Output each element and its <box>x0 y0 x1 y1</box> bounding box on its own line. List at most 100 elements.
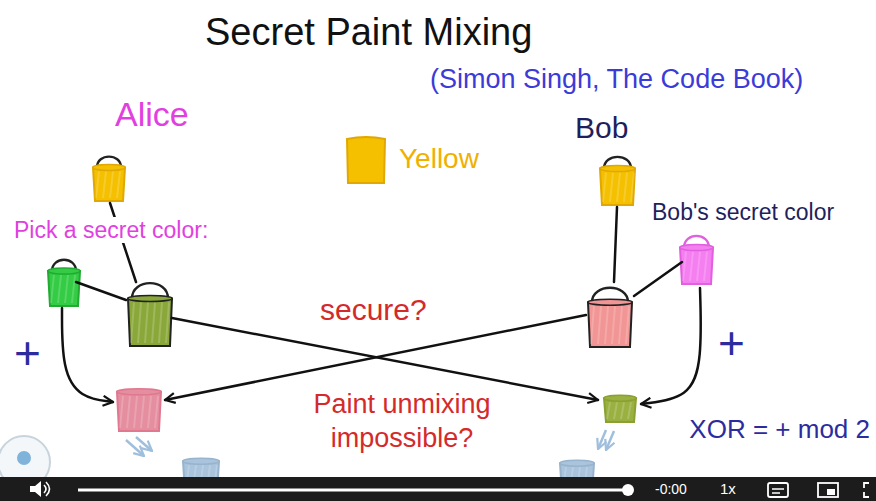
crayon-hatch <box>117 171 120 198</box>
mixing-line <box>76 282 126 300</box>
bucket-body <box>128 298 172 346</box>
crayon-hatch <box>690 252 693 281</box>
progress-track <box>78 489 628 492</box>
crayon-hatch <box>591 306 594 344</box>
bucket-rim <box>604 395 636 401</box>
bucket-rim <box>93 164 125 170</box>
subtitle: (Simon Singh, The Code Book) <box>430 64 803 95</box>
crayon-hatch <box>607 402 610 419</box>
paint-bucket <box>117 389 161 431</box>
pour-arrow <box>598 430 606 449</box>
crayon-hatch <box>152 302 155 343</box>
bucket-rim <box>588 299 632 305</box>
crayon-hatch <box>51 275 54 303</box>
crayon-hatch <box>598 306 601 344</box>
bucket-rim <box>680 245 713 251</box>
crayon-hatch <box>138 302 141 343</box>
paint-bucket-node: Yellow <box>345 133 479 185</box>
player-bar <box>0 477 876 501</box>
captions-icon <box>768 483 788 497</box>
bucket-rim <box>600 166 635 172</box>
bucket-rim <box>183 458 219 464</box>
bucket-body <box>680 248 713 284</box>
bucket-body <box>48 271 80 306</box>
volume-icon <box>30 481 41 497</box>
crayon-hatch <box>683 252 686 281</box>
note: Pick a secret color: <box>12 217 210 243</box>
time-display: -0:00 <box>655 481 687 497</box>
paint-bucket <box>93 157 125 201</box>
crayon-hatch <box>628 402 631 419</box>
pour-arrow <box>606 431 614 450</box>
bucket-rim <box>560 460 594 466</box>
progress-knob <box>622 484 634 496</box>
question-note: Paint unmixing impossible? <box>290 388 514 456</box>
crayon-hatch <box>610 173 613 202</box>
formula-note: XOR = + mod 2 <box>687 415 872 445</box>
captions-lines <box>772 489 784 493</box>
crayon-hatch <box>96 171 99 198</box>
plus-sign: + <box>14 327 41 380</box>
crayon-hatch <box>631 173 634 202</box>
crayon-hatch <box>103 171 106 198</box>
plus-sign: + <box>718 317 745 370</box>
crayon-hatch <box>166 302 169 343</box>
note: Bob's secret color <box>650 199 836 225</box>
party-name: Alice <box>115 95 189 134</box>
mixing-line <box>614 207 617 282</box>
crayon-hatch <box>617 173 620 202</box>
bucket-body <box>93 167 125 201</box>
question-note: secure? <box>318 293 429 328</box>
pip-inner <box>827 489 835 495</box>
crayon-hatch <box>605 306 608 344</box>
crayon-hatch <box>614 402 617 419</box>
crayon-hatch <box>141 396 144 428</box>
crayon-hatch <box>110 171 113 198</box>
crayon-hatch <box>155 396 158 428</box>
crayon-hatch <box>624 173 627 202</box>
bubble-dot <box>17 451 31 465</box>
crayon-hatch <box>127 396 130 428</box>
crayon-hatch <box>58 275 61 303</box>
bucket-body <box>600 169 635 205</box>
mixing-line <box>62 308 113 402</box>
title: Secret Paint Mixing <box>205 11 532 55</box>
crayon-hatch <box>131 302 134 343</box>
crayon-hatch <box>621 402 624 419</box>
crayon-hatch <box>145 302 148 343</box>
crayon-hatch <box>612 306 615 344</box>
paint-bucket <box>604 395 636 422</box>
party-name: Bob <box>575 111 628 146</box>
crayon-hatch <box>704 252 707 281</box>
paint-bucket <box>600 157 635 205</box>
mixing-line <box>634 262 682 296</box>
bucket-body <box>588 302 632 347</box>
color-name: Yellow <box>399 143 479 175</box>
crayon-hatch <box>134 396 137 428</box>
crayon-hatch <box>619 306 622 344</box>
crayon-hatch <box>697 252 700 281</box>
mixing-line <box>641 288 701 404</box>
bucket-body <box>117 392 161 431</box>
paint-bucket <box>588 288 632 347</box>
crayon-hatch <box>626 306 629 344</box>
crayon-hatch <box>72 275 75 303</box>
crayon-hatch <box>603 173 606 202</box>
crayon-hatch <box>65 275 68 303</box>
crayon-hatch <box>159 302 162 343</box>
pip-icon <box>818 483 838 497</box>
paint-bucket <box>128 283 172 346</box>
crayon-hatch <box>148 396 151 428</box>
fullscreen-icon <box>864 483 869 497</box>
paint-square <box>347 137 385 183</box>
yellow-paint-square <box>345 133 387 185</box>
volume-waves <box>44 482 50 496</box>
pour-arrow <box>136 437 152 451</box>
bucket-rim <box>117 389 161 395</box>
bucket-rim <box>128 295 172 301</box>
video-player-bar <box>0 477 876 501</box>
crayon-hatch <box>120 396 123 428</box>
paint-bucket <box>680 236 713 284</box>
